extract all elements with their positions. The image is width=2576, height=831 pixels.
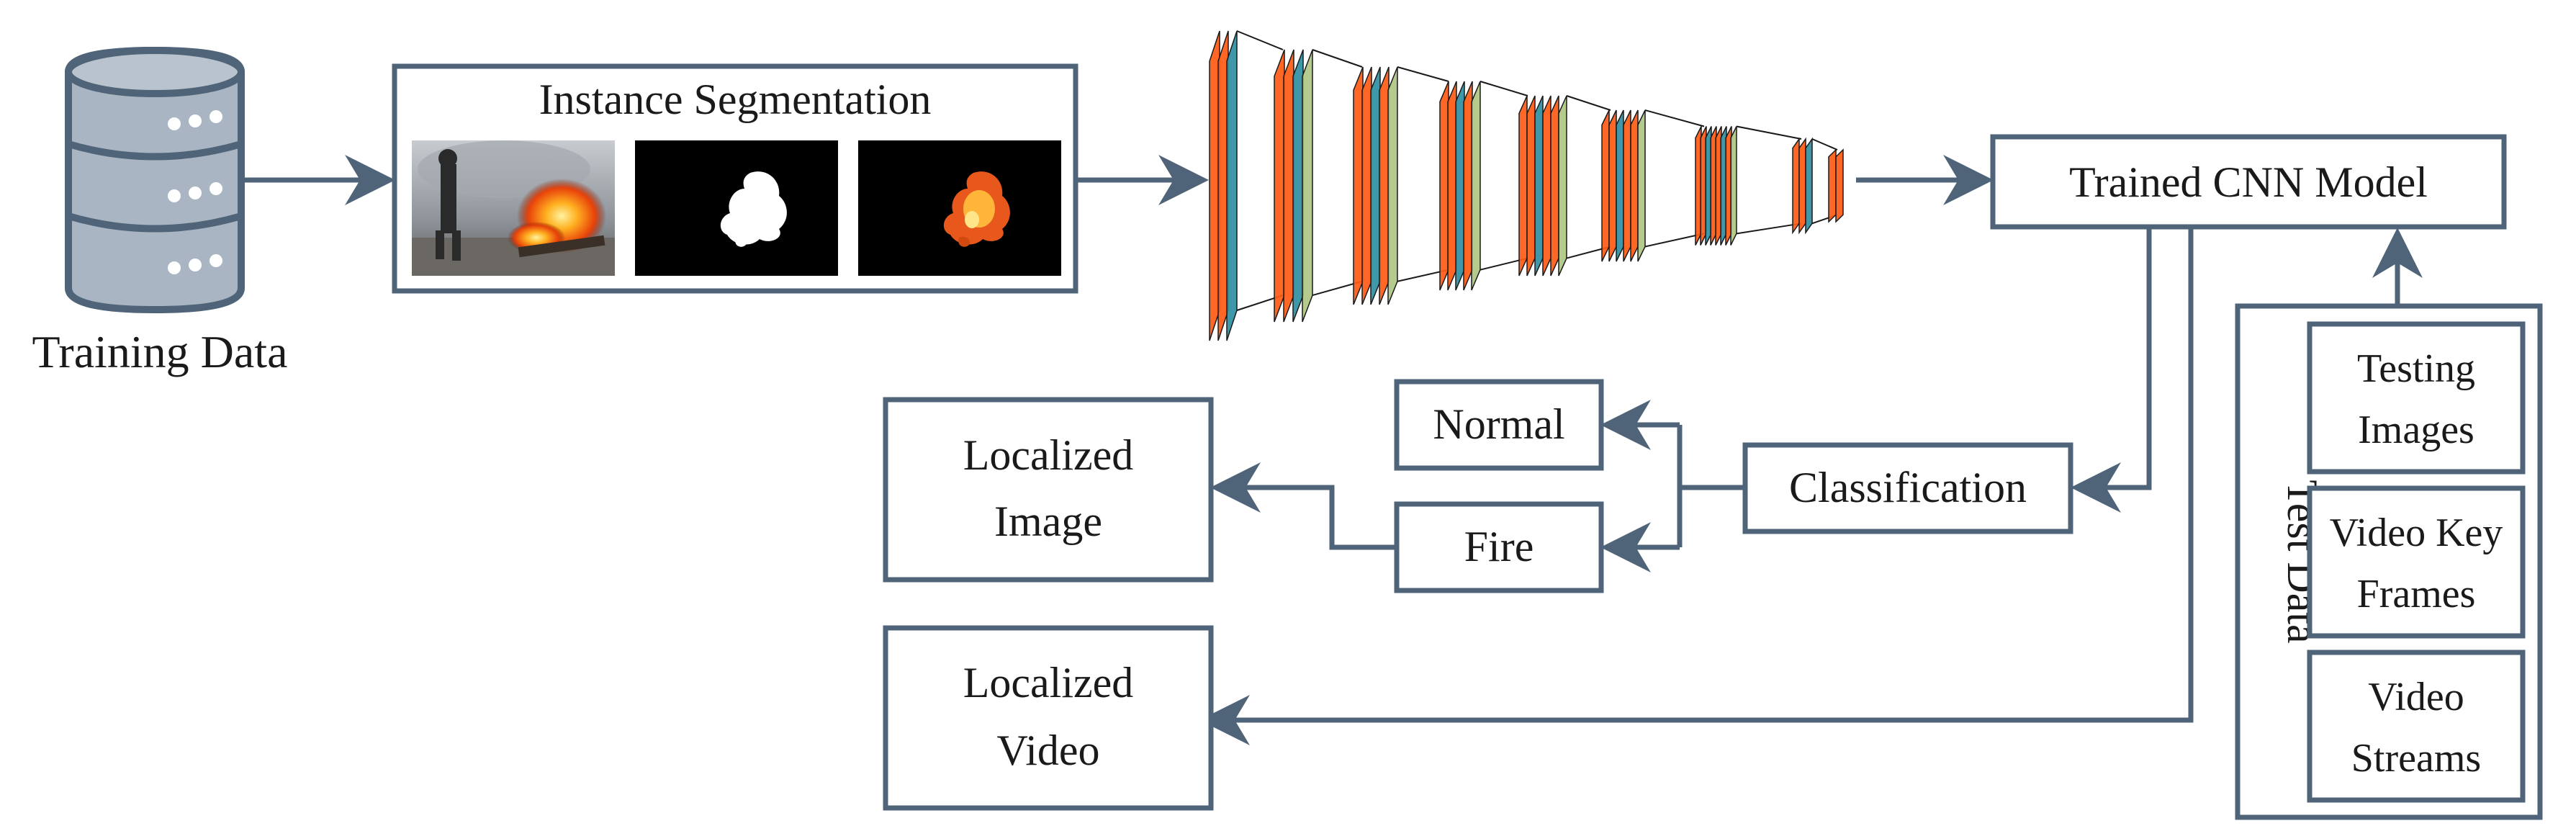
cnn-layer-slab: [1518, 95, 1528, 277]
test-item-line2: Images: [2358, 408, 2474, 452]
normal-box: Normal: [1394, 379, 1604, 471]
cnn-layer-slab: [1534, 95, 1544, 277]
normal-label: Normal: [1433, 400, 1564, 448]
cnn-layer-slab: [1302, 49, 1313, 323]
cnn-connector: [1811, 138, 1838, 151]
cnn-layer-slab: [1637, 109, 1646, 262]
arrow-fire-to-localized-image: [1210, 462, 1397, 550]
cnn-layer-slab: [1828, 148, 1837, 223]
test-item-testing-images: Testing Images: [2307, 321, 2526, 475]
cnn-layers-icon: [1209, 30, 1844, 341]
cnn-connector: [1236, 30, 1284, 50]
cnn-layer-slab: [1379, 66, 1390, 305]
database-icon: [65, 46, 245, 314]
cnn-connector: [1736, 223, 1802, 235]
classification-label: Classification: [1789, 464, 2027, 511]
cnn-layer-slab: [1471, 81, 1481, 291]
fire-scene-photo: [412, 140, 615, 276]
training-data-label: Training Data: [32, 326, 288, 377]
localized-image-box: Localized Image: [883, 397, 1214, 583]
cnn-layer-slab: [1623, 109, 1631, 262]
cnn-connector: [1566, 95, 1611, 111]
cnn-layer-slab: [1463, 81, 1473, 291]
cnn-layer-slab: [1283, 49, 1294, 323]
classification-box: Classification: [1742, 442, 2073, 534]
instance-segmentation-title: Instance Segmentation: [539, 76, 932, 123]
test-item-line1: Video: [2368, 675, 2464, 719]
localized-image-line1: Localized: [963, 431, 1134, 479]
fire-label: Fire: [1464, 523, 1534, 570]
test-item-line2: Frames: [2357, 572, 2476, 616]
cnn-layer-slab: [1226, 30, 1238, 341]
test-item-line1: Video Key: [2330, 511, 2503, 555]
binary-mask: [635, 140, 838, 276]
segmented-fire: [858, 140, 1061, 276]
test-item-video-key-frames: Video Key Frames: [2307, 485, 2526, 639]
localized-video-box: Localized Video: [883, 625, 1214, 811]
cnn-layer-slab: [1792, 137, 1800, 235]
cnn-layer-slab: [1601, 109, 1610, 262]
fire-box: Fire: [1394, 501, 1604, 593]
cnn-layer-slab: [1439, 81, 1449, 291]
cnn-connector: [1736, 125, 1802, 140]
localized-video-line2: Video: [996, 727, 1099, 774]
cnn-layer-slab: [1608, 109, 1617, 262]
cnn-layer-slab: [1292, 49, 1304, 323]
cnn-layer-slab: [1447, 81, 1457, 291]
cnn-layer-slab: [1353, 66, 1364, 305]
trained-cnn-model-label: Trained CNN Model: [2069, 158, 2428, 206]
cnn-layer-slab: [1805, 137, 1813, 235]
cnn-layer-slab: [1542, 95, 1552, 277]
cnn-layer-slab: [1558, 95, 1567, 277]
cnn-layer-slab: [1361, 66, 1372, 305]
cnn-layer-slab: [1274, 49, 1285, 323]
cnn-layer-slab: [1798, 137, 1806, 235]
cnn-layer-slab: [1730, 126, 1737, 246]
cnn-connector: [1480, 81, 1528, 96]
trained-cnn-model-box: Trained CNN Model: [1990, 134, 2507, 230]
cnn-layer-slab: [1526, 95, 1536, 277]
localized-video-line1: Localized: [963, 659, 1134, 706]
test-data-group: Test Data Testing Images Video Key Frame…: [2235, 303, 2543, 820]
arrow-model-to-classification: [2071, 229, 2152, 513]
cnn-connector: [1397, 66, 1449, 82]
cnn-layer-slab: [1630, 109, 1639, 262]
arrow-model-to-localized-video: [1199, 229, 2194, 745]
cnn-layer-slab: [1616, 109, 1624, 262]
cnn-connector: [1312, 49, 1363, 68]
cnn-layer-slab: [1835, 148, 1844, 223]
cnn-connector: [1644, 109, 1705, 127]
localized-image-line2: Image: [994, 498, 1102, 545]
cnn-layer-slab: [1455, 81, 1465, 291]
instance-segmentation-box: Instance Segmentation: [392, 63, 1078, 294]
test-item-video-streams: Video Streams: [2307, 650, 2526, 803]
test-item-line1: Testing: [2357, 346, 2475, 391]
cnn-layer-slab: [1370, 66, 1381, 305]
cnn-layer-slab: [1387, 66, 1398, 305]
cnn-connector: [1644, 233, 1705, 248]
cnn-layer-slab: [1550, 95, 1559, 277]
test-item-line2: Streams: [2351, 736, 2481, 781]
